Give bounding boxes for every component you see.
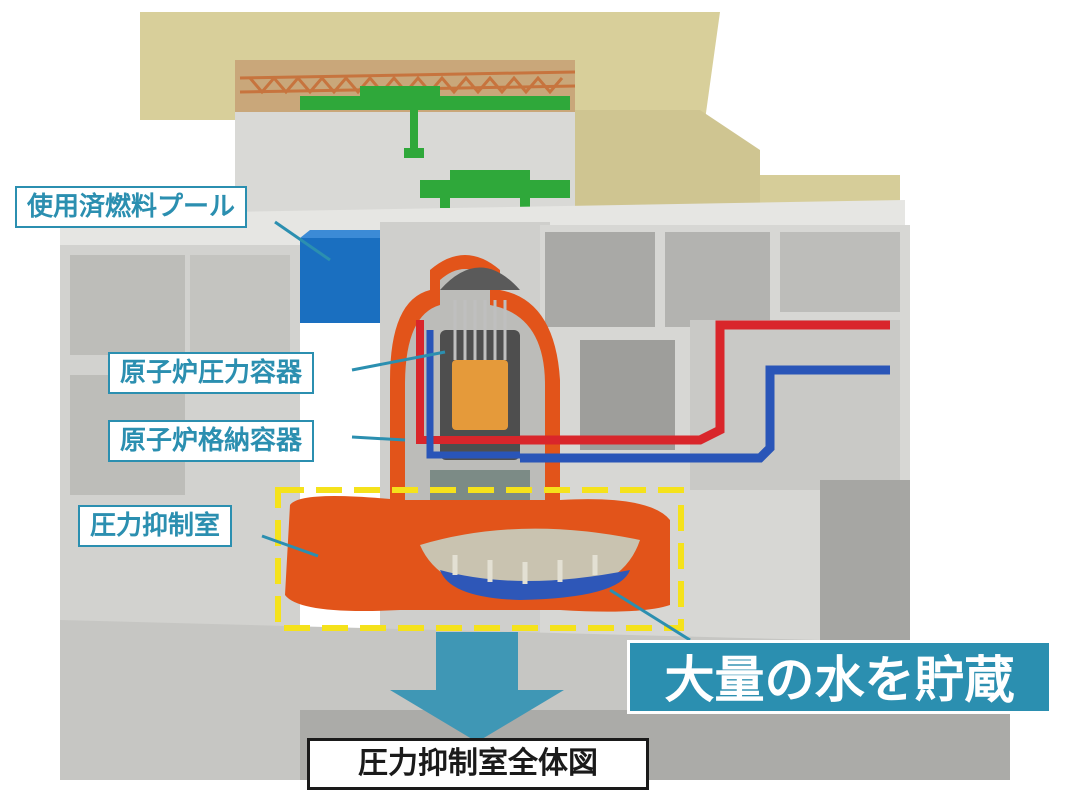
right-room-6 xyxy=(820,480,910,650)
callout-leaders xyxy=(261,220,691,642)
internal-pipe-blue xyxy=(426,330,520,459)
suppression-chamber-highlight xyxy=(275,487,684,631)
right-room-4 xyxy=(580,340,675,450)
suppression-pool-water xyxy=(440,570,630,600)
right-room-3 xyxy=(780,232,900,312)
down-arrow xyxy=(390,632,564,742)
label-water-storage: 大量の水を貯蔵 xyxy=(627,640,1052,714)
roof-step xyxy=(575,110,760,230)
pool-top-face xyxy=(300,230,405,238)
internal-pipe-red xyxy=(416,320,520,444)
reactor-core xyxy=(452,360,508,430)
operating-hall xyxy=(235,112,575,222)
left-room-3 xyxy=(190,255,290,355)
refueling-crane xyxy=(300,86,570,208)
label-pressure-vessel: 原子炉圧力容器 xyxy=(108,352,315,394)
label-containment-vessel: 原子炉格納容器 xyxy=(108,420,315,462)
spent-fuel-pool xyxy=(300,238,395,323)
right-room-2 xyxy=(665,232,770,327)
vent-headers xyxy=(452,555,598,584)
pressure-vessel-head xyxy=(440,267,520,290)
control-rods xyxy=(453,300,507,360)
label-spent-fuel-pool: 使用済燃料プール xyxy=(15,186,248,228)
steam-line-red xyxy=(520,320,890,445)
left-room-1 xyxy=(70,255,185,355)
feedwater-line-blue xyxy=(520,365,890,463)
label-suppression-chamber: 圧力抑制室 xyxy=(78,505,233,547)
figure-caption: 圧力抑制室全体図 xyxy=(307,738,649,790)
right-room-1 xyxy=(545,232,655,327)
